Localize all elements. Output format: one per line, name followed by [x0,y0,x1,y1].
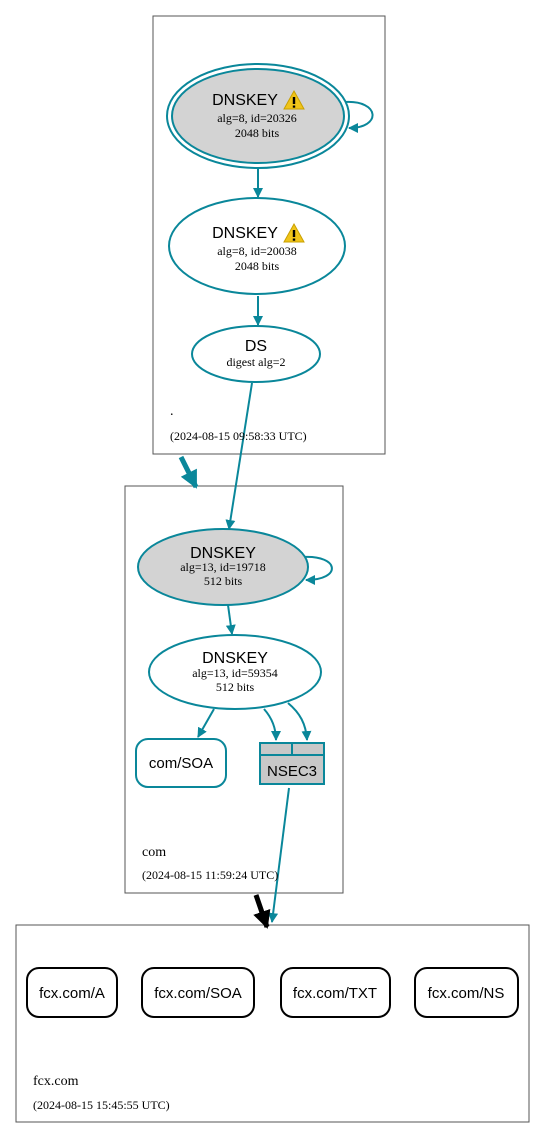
edge-ds-to-com-ksk [225,382,253,530]
root-zsk-node[interactable]: DNSKEY alg=8, id=20038 2048 bits [168,197,346,295]
edge-com-zsk-to-nsec3-a [263,708,281,741]
com-ksk-node[interactable]: DNSKEY alg=13, id=19718 512 bits [137,528,309,606]
fcx-a-label: fcx.com/A [39,985,105,1002]
com-soa-label: com/SOA [149,755,213,772]
zone-root-box [152,15,386,455]
root-ksk-line1: alg=8, id=20326 [217,111,297,125]
root-ksk-title: DNSKEY [212,92,278,109]
root-zsk-line1: alg=8, id=20038 [217,244,297,258]
fcx-a-node[interactable]: fcx.com/A [26,967,118,1018]
com-ksk-line2: 512 bits [204,574,243,588]
edge-com-ksk-to-zsk [225,604,236,635]
root-ksk-line2: 2048 bits [235,126,280,140]
edge-nsec3-to-fcx [268,787,290,923]
root-ds-line1: digest alg=2 [226,355,285,369]
edge-com-zsk-to-nsec3-b [287,702,312,741]
zone-fcx-box [15,924,530,1123]
fcx-txt-node[interactable]: fcx.com/TXT [280,967,391,1018]
root-zsk-line2: 2048 bits [235,259,280,273]
com-zsk-title: DNSKEY [202,650,268,667]
fcx-soa-node[interactable]: fcx.com/SOA [141,967,255,1018]
com-ksk-line1: alg=13, id=19718 [180,560,266,574]
fcx-txt-label: fcx.com/TXT [293,985,377,1002]
com-nsec3-node[interactable]: NSEC3 [259,742,325,785]
zone-com-box [124,485,344,894]
zone-root-name: . [170,404,174,419]
zone-fcx-timestamp: (2024-08-15 15:45:55 UTC) [33,1098,170,1112]
com-zsk-node[interactable]: DNSKEY alg=13, id=59354 512 bits [148,634,322,710]
zone-com-name: com [142,845,166,860]
com-ksk-self-edge [302,555,333,585]
root-ds-title: DS [245,338,267,355]
delegation-com-to-fcx [253,894,271,929]
zone-root-timestamp: (2024-08-15 09:58:33 UTC) [170,429,307,443]
fcx-ns-node[interactable]: fcx.com/NS [414,967,519,1018]
edge-com-zsk-to-soa [197,708,215,738]
com-ksk-title: DNSKEY [190,545,256,562]
com-zsk-line2: 512 bits [216,680,255,694]
zone-com-timestamp: (2024-08-15 11:59:24 UTC) [142,868,278,882]
fcx-soa-label: fcx.com/SOA [154,985,242,1002]
fcx-ns-label: fcx.com/NS [428,985,505,1002]
root-ksk-self-edge [344,100,374,133]
com-nsec3-label: NSEC3 [267,763,317,780]
root-zsk-title: DNSKEY [212,225,278,242]
delegation-root-to-com [178,455,199,489]
com-zsk-line1: alg=13, id=59354 [192,666,278,680]
com-soa-node[interactable]: com/SOA [135,738,227,788]
root-ksk-node[interactable]: DNSKEY alg=8, id=20326 2048 bits [166,63,350,169]
root-ds-node[interactable]: DS digest alg=2 [191,325,321,383]
zone-fcx-name: fcx.com [33,1074,79,1089]
